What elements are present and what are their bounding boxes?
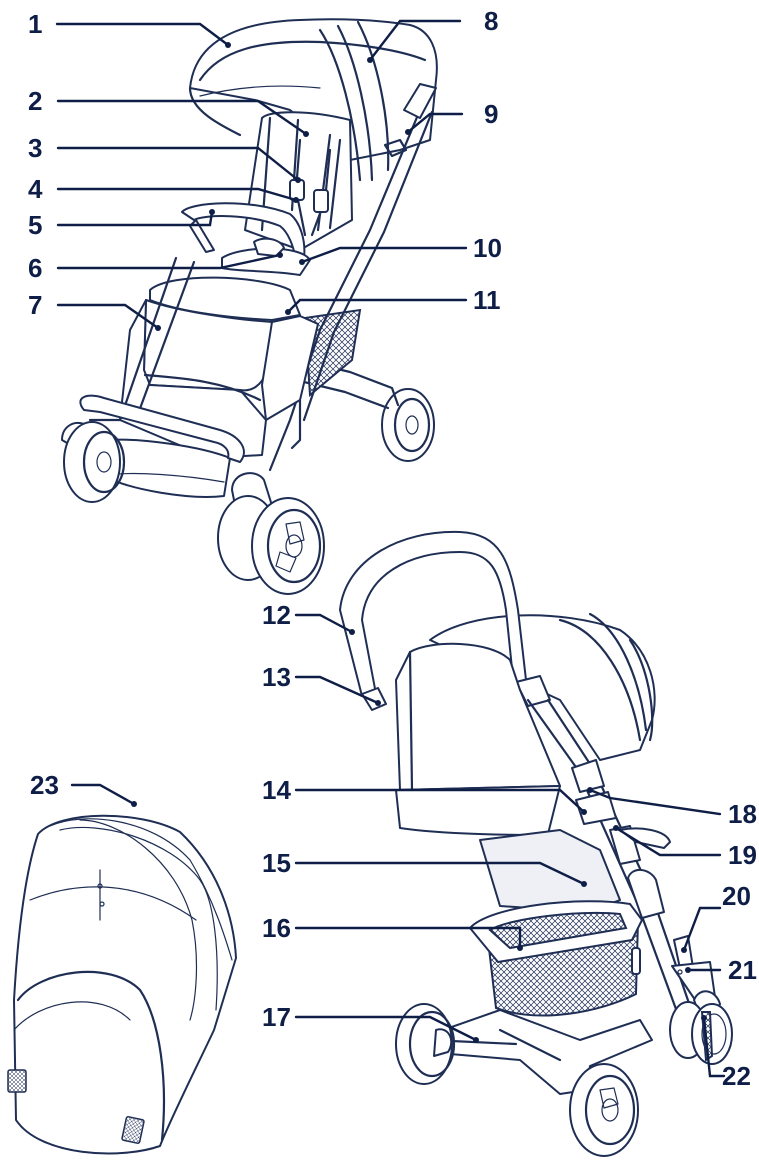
callout-6: 6 (28, 255, 42, 281)
callout-9: 9 (484, 101, 498, 127)
front-wheel-left (64, 422, 124, 502)
callout-13: 13 (262, 664, 291, 690)
callout-3: 3 (28, 135, 42, 161)
callout-14: 14 (262, 777, 291, 803)
callout-5: 5 (28, 212, 42, 238)
callout-19: 19 (728, 842, 757, 868)
callout-4: 4 (28, 176, 42, 202)
callout-7: 7 (28, 292, 42, 318)
stroller-front-view (62, 19, 437, 594)
callout-11: 11 (473, 287, 501, 313)
callout-17: 17 (262, 1004, 291, 1030)
front-swivel-wheel (670, 991, 732, 1064)
rear-wheel-right (570, 1064, 638, 1156)
callout-8: 8 (484, 8, 498, 34)
callout-10: 10 (473, 235, 502, 261)
callout-1: 1 (28, 11, 42, 37)
callout-16: 16 (262, 915, 291, 941)
callout-15: 15 (262, 850, 291, 876)
callout-20: 20 (722, 883, 751, 909)
callout-22: 22 (722, 1063, 751, 1089)
callout-12: 12 (262, 602, 291, 628)
basket (470, 901, 642, 1015)
callout-18: 18 (728, 801, 757, 827)
stroller-rear-view (340, 532, 732, 1156)
front-wheel-right (218, 473, 324, 594)
callout-21: 21 (728, 957, 757, 983)
callout-23: 23 (30, 772, 59, 798)
rain-cover (8, 816, 236, 1154)
callout-2: 2 (28, 88, 42, 114)
rear-wheel (382, 389, 434, 461)
